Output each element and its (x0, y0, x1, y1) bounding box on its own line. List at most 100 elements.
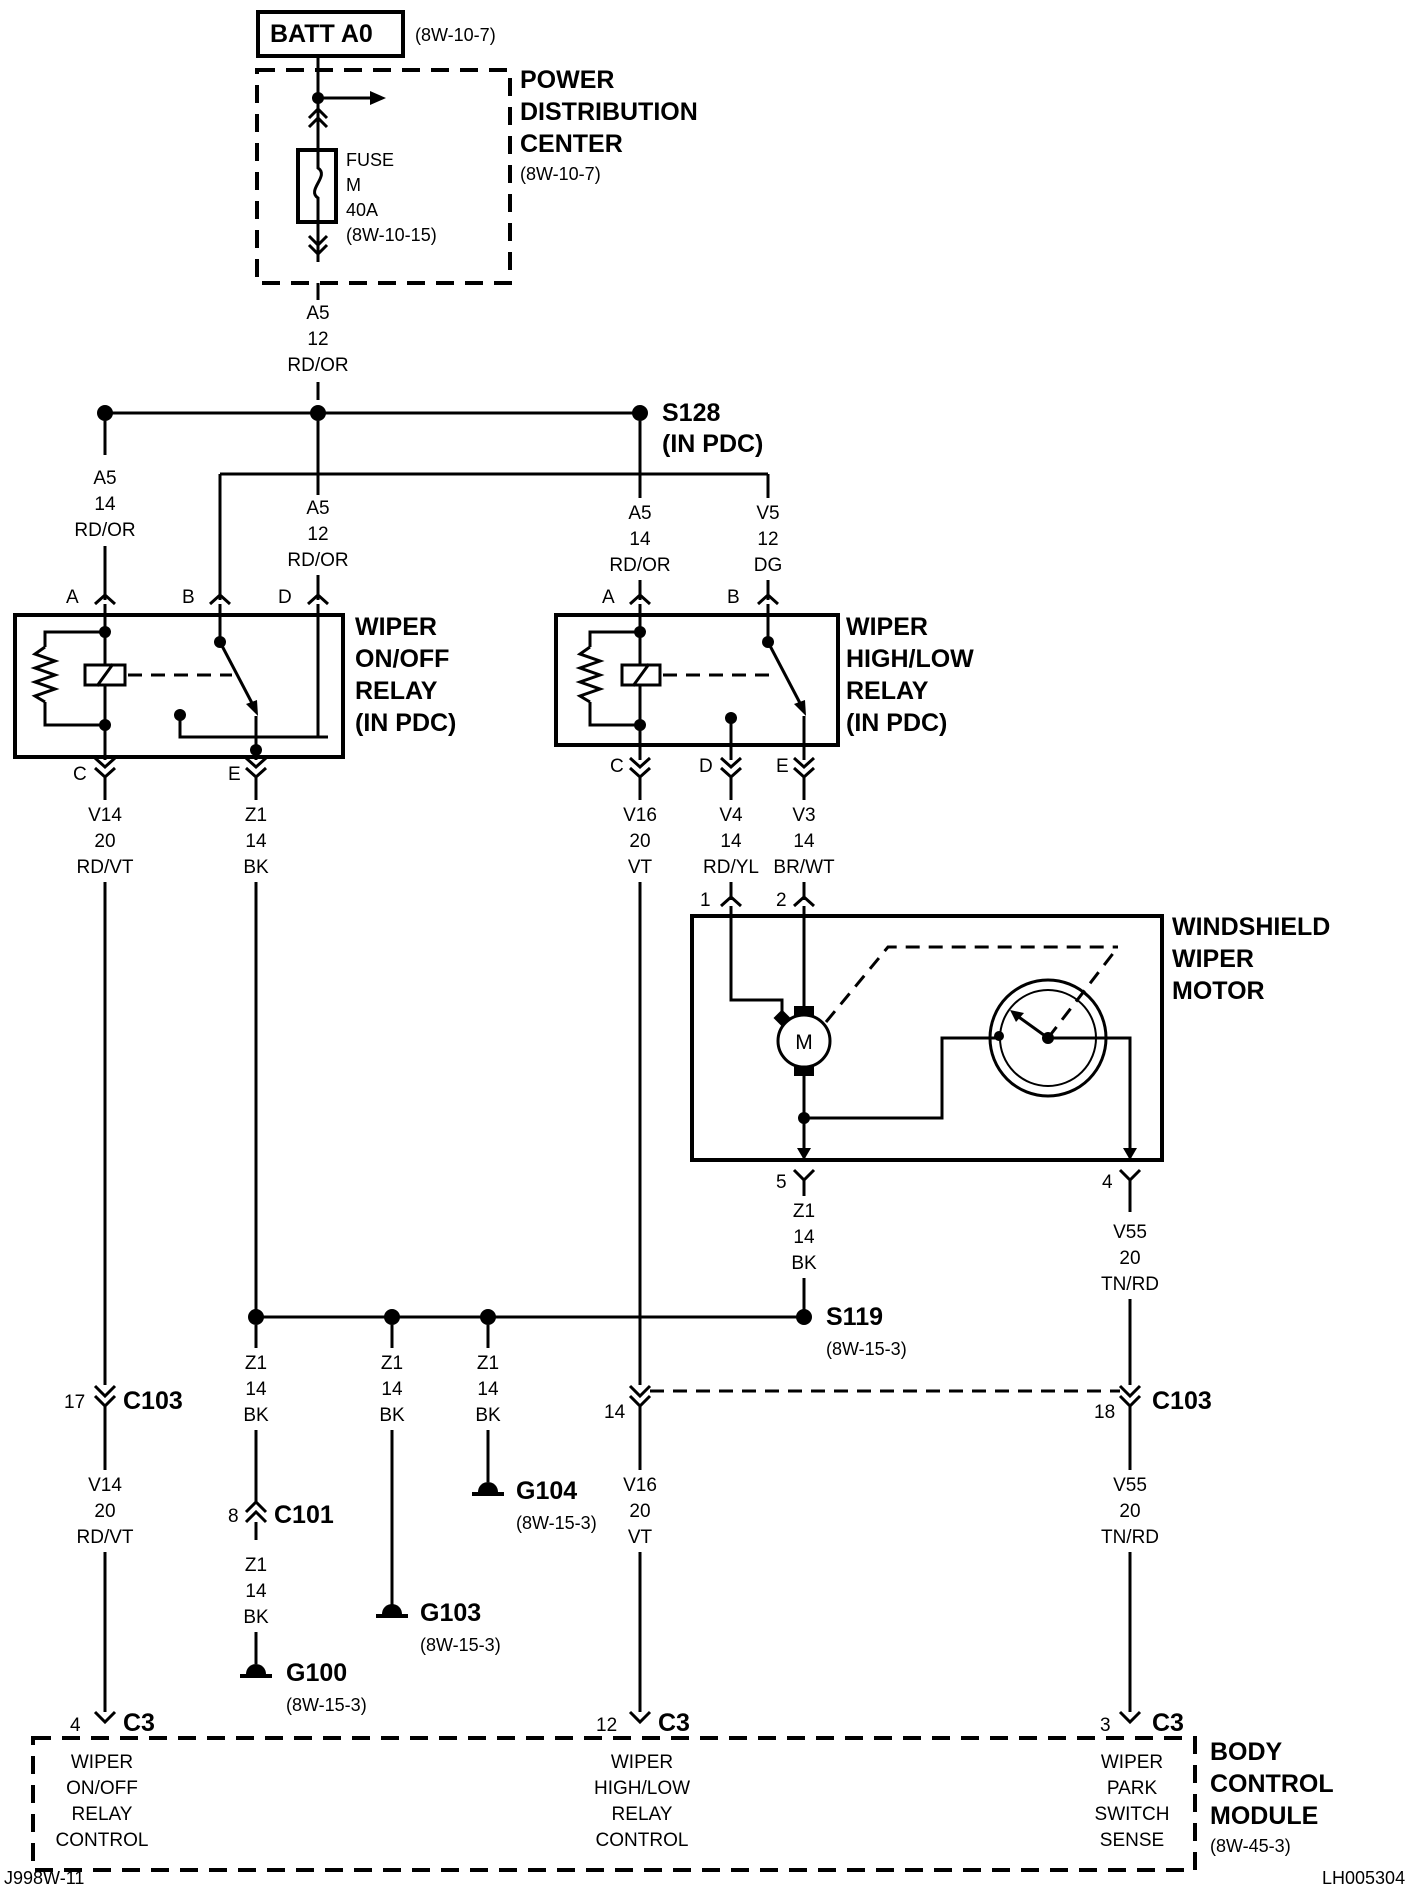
fuse-element (313, 150, 323, 222)
svg-text:VT: VT (628, 857, 653, 878)
svg-text:14: 14 (793, 831, 815, 852)
wire-label-z1-top: Z1 14 BK (243, 805, 269, 878)
svg-text:20: 20 (629, 831, 650, 852)
bcm-input-1: WIPER ON/OFF RELAY CONTROL (56, 1752, 149, 1851)
svg-text:Z1: Z1 (793, 1201, 815, 1222)
svg-text:V5: V5 (756, 503, 779, 524)
splice-dot (97, 405, 113, 421)
pdc-ref: (8W-10-7) (520, 164, 601, 184)
relay1-l2: ON/OFF (355, 645, 449, 673)
footer-left: J998W-11 (4, 1868, 84, 1888)
svg-text:RD/VT: RD/VT (77, 1527, 134, 1548)
svg-text:20: 20 (1119, 1248, 1140, 1269)
relay2-l4: (IN PDC) (846, 709, 947, 737)
c3-pin4: 4 (70, 1715, 81, 1736)
ground-g103-icon (376, 1604, 408, 1618)
motor-symbol (776, 1013, 832, 1069)
svg-text:14: 14 (245, 1581, 267, 1602)
svg-text:V55: V55 (1113, 1475, 1147, 1496)
svg-text:V16: V16 (623, 805, 657, 826)
svg-text:RD/OR: RD/OR (609, 555, 670, 576)
motor-l3: MOTOR (1172, 977, 1265, 1005)
svg-text:ON/OFF: ON/OFF (66, 1778, 138, 1799)
svg-text:RELAY: RELAY (72, 1804, 133, 1825)
svg-text:PARK: PARK (1107, 1778, 1158, 1799)
svg-text:WIPER: WIPER (611, 1752, 673, 1773)
svg-text:1: 1 (700, 890, 711, 911)
svg-text:D: D (699, 756, 713, 777)
svg-text:SWITCH: SWITCH (1095, 1804, 1170, 1825)
wire-label-v55-top: V55 20 TN/RD (1101, 1222, 1159, 1295)
svg-text:20: 20 (1119, 1501, 1140, 1522)
svg-text:V55: V55 (1113, 1222, 1147, 1243)
svg-text:RD/OR: RD/OR (287, 355, 348, 376)
bcm-input-2: WIPER HIGH/LOW RELAY CONTROL (594, 1752, 690, 1851)
bcm-l1: BODY (1210, 1738, 1283, 1766)
wire-label-z1-b: Z1 14 BK (379, 1353, 405, 1426)
c3-pin3: 3 (1100, 1715, 1111, 1736)
windshield-wiper-motor: 1 2 M 5 4 (690, 890, 1164, 1193)
s119-ref: (8W-15-3) (826, 1339, 907, 1359)
batt-label: BATT A0 (270, 20, 373, 48)
g104-ref: (8W-15-3) (516, 1513, 597, 1533)
motor-l2: WIPER (1172, 945, 1254, 973)
g100-label: G100 (286, 1659, 347, 1687)
wire-label-z1-g100: Z1 14 BK (243, 1555, 269, 1628)
wire-label-v5: V5 12 DG (754, 503, 783, 576)
svg-text:RELAY: RELAY (612, 1804, 673, 1825)
s119-label: S119 (826, 1303, 883, 1331)
splice-dot (310, 405, 326, 421)
arrow-right-icon (370, 91, 386, 105)
svg-text:Z1: Z1 (381, 1353, 403, 1374)
svg-text:BK: BK (379, 1405, 405, 1426)
svg-text:RD/VT: RD/VT (77, 857, 134, 878)
svg-text:14: 14 (381, 1379, 403, 1400)
bcm-box (31, 1736, 1197, 1872)
c103-pin18: 18 (1094, 1402, 1115, 1423)
c103-label-right: C103 (1152, 1387, 1212, 1415)
svg-text:14: 14 (245, 831, 267, 852)
svg-text:Z1: Z1 (245, 1555, 267, 1576)
wire-label-v16-top: V16 20 VT (623, 805, 657, 878)
svg-text:2: 2 (776, 890, 787, 911)
svg-text:C: C (73, 764, 87, 785)
svg-text:12: 12 (307, 329, 328, 350)
wire-label-v4: V4 14 RD/YL (703, 805, 759, 878)
s128-note: (IN PDC) (662, 430, 763, 458)
c101-pin8: 8 (228, 1506, 239, 1527)
svg-text:SENSE: SENSE (1100, 1830, 1164, 1851)
c101-label: C101 (274, 1501, 334, 1529)
c3-label-3: C3 (1152, 1709, 1184, 1737)
c103-pin14: 14 (604, 1402, 626, 1423)
relay2-l1: WIPER (846, 613, 928, 641)
ground-g100-icon (240, 1664, 272, 1678)
bcm-l2: CONTROL (1210, 1770, 1334, 1798)
relay-wiper-on-off: A B D C E (13, 587, 345, 785)
svg-text:DG: DG (754, 555, 783, 576)
pdc-line1: POWER (520, 66, 614, 94)
svg-text:WIPER: WIPER (71, 1752, 133, 1773)
svg-text:A5: A5 (93, 468, 116, 489)
c3-label-1: C3 (123, 1709, 155, 1737)
svg-text:V16: V16 (623, 1475, 657, 1496)
svg-text:14: 14 (629, 529, 651, 550)
svg-text:CONTROL: CONTROL (596, 1830, 689, 1851)
fuse-l2: M (346, 175, 361, 195)
fuse-l1: FUSE (346, 150, 394, 170)
g103-ref: (8W-15-3) (420, 1635, 501, 1655)
svg-text:B: B (727, 587, 740, 608)
svg-text:A5: A5 (306, 303, 329, 324)
svg-text:14: 14 (720, 831, 742, 852)
svg-text:RD/YL: RD/YL (703, 857, 759, 878)
c3-label-2: C3 (658, 1709, 690, 1737)
svg-text:V3: V3 (792, 805, 815, 826)
svg-text:20: 20 (94, 1501, 115, 1522)
svg-text:VT: VT (628, 1527, 653, 1548)
svg-text:12: 12 (307, 524, 328, 545)
bcm-l3: MODULE (1210, 1802, 1318, 1830)
wire-label-v16-bot: V16 20 VT (623, 1475, 657, 1548)
footer-right: LH005304 (1322, 1868, 1405, 1888)
svg-text:BK: BK (243, 857, 269, 878)
svg-text:A5: A5 (628, 503, 651, 524)
svg-text:14: 14 (793, 1227, 815, 1248)
